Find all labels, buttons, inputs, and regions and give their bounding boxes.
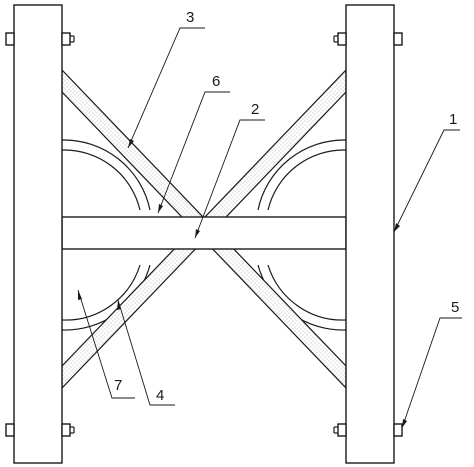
callout-3: 3 [186, 9, 194, 26]
callout-2: 2 [251, 101, 259, 118]
right-column [345, 4, 395, 464]
callout-1: 1 [449, 111, 457, 128]
leader-arrows [78, 139, 407, 428]
callout-5: 5 [451, 299, 459, 316]
bolts [5, 32, 403, 437]
callout-6: 6 [212, 73, 220, 90]
leader-lines [77, 27, 462, 429]
left-column [13, 4, 63, 464]
callout-7: 7 [114, 377, 122, 394]
callout-4: 4 [156, 387, 164, 404]
crossbar [61, 216, 347, 250]
